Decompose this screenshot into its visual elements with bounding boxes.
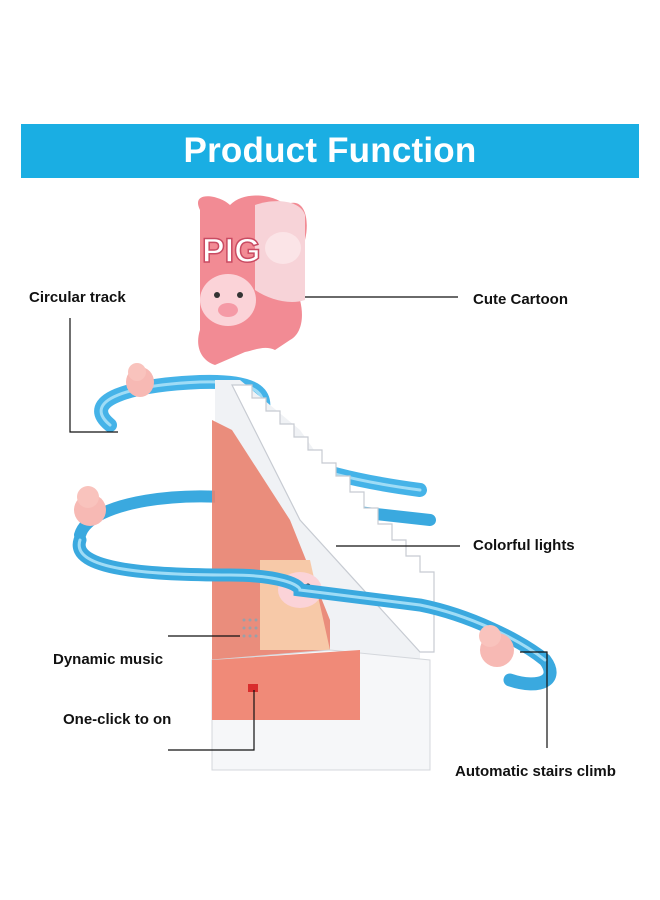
title-banner: Product Function [21,124,639,178]
label-cute-cartoon: Cute Cartoon [473,291,568,308]
label-colorful-lights: Colorful lights [473,537,575,554]
pig-figure-left [74,486,106,526]
power-button [248,684,258,692]
sign-letters: PIG [202,232,261,270]
stairs [231,384,435,653]
leader-one-click [168,690,255,751]
banner-title: Product Function [183,131,477,170]
pig-figure-top [126,363,154,397]
label-one-click: One-click to on [63,711,172,728]
leader-auto-stairs [520,651,548,748]
leader-circular-track [69,318,118,433]
label-dynamic-music: Dynamic music [53,651,164,668]
label-auto-stairs: Automatic stairs climb [455,763,616,780]
speaker-grille [242,618,258,638]
cartoon-sign: PIG [197,195,307,365]
pig-figure-right [479,625,514,667]
label-circular-track: Circular track [29,289,126,306]
